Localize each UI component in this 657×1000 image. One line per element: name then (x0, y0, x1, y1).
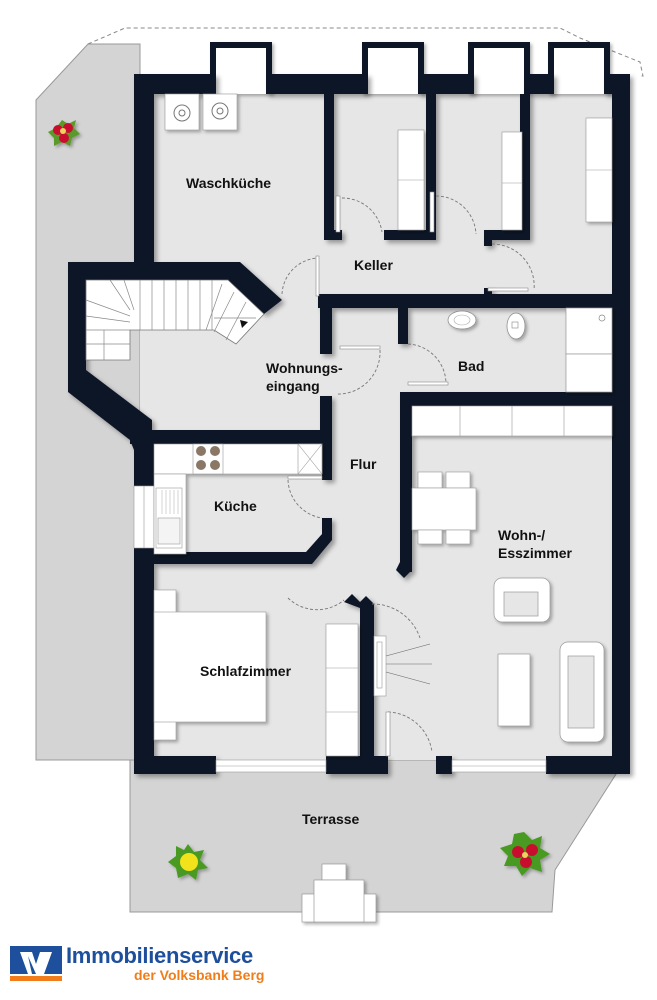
wohn-cabinets (411, 405, 613, 437)
dining-table (411, 471, 477, 545)
plant-red-topleft (48, 120, 80, 146)
logo-subtitle: der Volksbank Berg (134, 967, 265, 983)
label-terrasse: Terrasse (302, 811, 360, 827)
label-schlafzimmer: Schlafzimmer (200, 663, 292, 679)
doors (281, 195, 535, 753)
label-waschkueche: Waschküche (186, 175, 271, 191)
label-keller: Keller (354, 257, 393, 273)
plant-yellow (168, 844, 208, 880)
plant-red-right (500, 832, 550, 876)
sink (155, 487, 183, 549)
label-wohnungseingang-2: eingang (266, 378, 320, 394)
stove (192, 443, 224, 475)
keller-shelves (397, 117, 613, 231)
label-wohn-2: Esszimmer (498, 545, 572, 561)
door-leaves (287, 191, 529, 757)
top-windows (210, 42, 610, 94)
label-wohnungseingang-1: Wohnungs- (266, 360, 343, 376)
label-wohn-1: Wohn-/ (498, 527, 545, 543)
label-kueche: Küche (214, 498, 257, 514)
staircase (85, 279, 265, 361)
terrace-table (301, 863, 377, 923)
bottom-windows (215, 759, 547, 773)
label-flur: Flur (350, 456, 377, 472)
washing-machines (164, 93, 238, 131)
bad-fixtures (447, 307, 613, 393)
wardrobe (325, 623, 359, 757)
bed (153, 589, 267, 741)
volksbank-logo-icon (10, 946, 62, 981)
tv-stand (373, 635, 432, 697)
floor-plan: Waschküche Keller Wohnungs- eingang Bad … (35, 27, 644, 923)
logo-title: Immobilienservice (66, 943, 253, 968)
label-bad: Bad (458, 358, 484, 374)
kitchen-window (133, 485, 155, 549)
logo: Immobilienservice der Volksbank Berg (10, 943, 270, 993)
living-furniture (493, 577, 605, 743)
